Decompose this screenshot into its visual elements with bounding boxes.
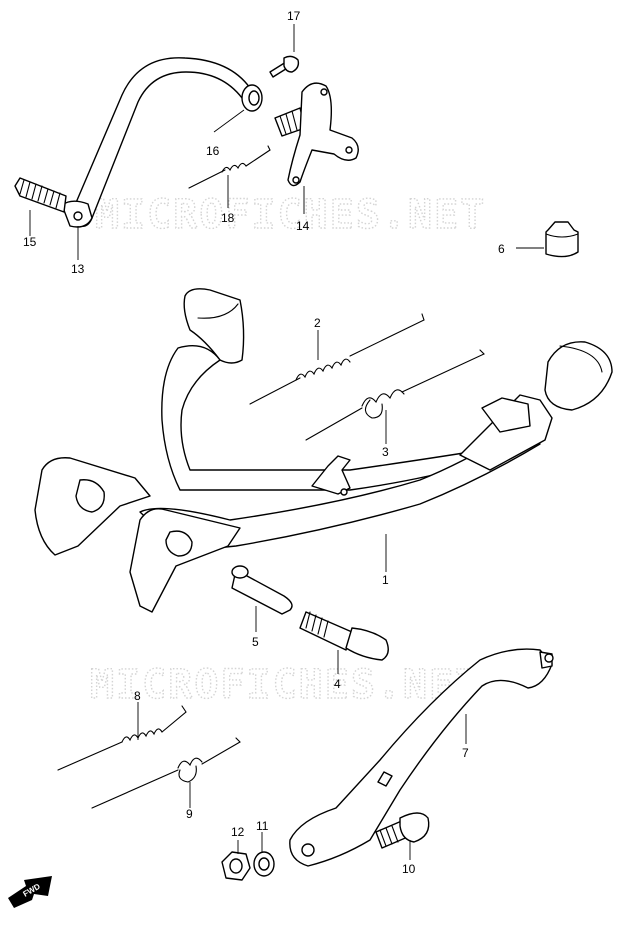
part-12-nut [221, 851, 251, 881]
callout-9: 9 [186, 807, 193, 821]
fwd-arrow: FWD [8, 876, 52, 908]
callout-4: 4 [334, 677, 341, 691]
callout-11: 11 [256, 819, 269, 833]
part-15-pedal-rubber [14, 177, 67, 213]
callout-15: 15 [23, 235, 37, 249]
part-6-stopper [545, 221, 579, 258]
part-5-collar [231, 565, 293, 615]
callout-1: 1 [382, 573, 389, 587]
callout-14: 14 [296, 219, 310, 233]
part-17-bolt [269, 55, 300, 78]
part-18-spring [188, 145, 271, 189]
part-4-bolt [299, 611, 389, 661]
part-2-spring [249, 313, 425, 405]
part-9-spring [91, 737, 241, 809]
callout-5: 5 [252, 635, 259, 649]
callout-8: 8 [134, 689, 141, 703]
part-16-washer [241, 84, 263, 112]
callout-16: 16 [206, 144, 220, 158]
part-1-center-stand [34, 288, 613, 613]
part-13-shift-lever [61, 57, 251, 228]
callout-2: 2 [314, 316, 321, 330]
callout-10: 10 [402, 862, 416, 876]
part-14-shift-arm [274, 82, 359, 187]
leader-lines [29, 24, 544, 860]
watermark-top: MICROFICHES.NET [95, 192, 486, 238]
watermark-bottom: MICROFICHES.NET [90, 662, 481, 708]
part-8-spring [57, 705, 187, 771]
part-11-washer [253, 851, 275, 877]
callout-7: 7 [462, 746, 469, 760]
callouts: 1 2 3 4 5 6 7 8 9 10 11 12 13 14 15 16 1… [23, 9, 505, 876]
part-10-pivot-bolt [375, 812, 430, 849]
callout-3: 3 [382, 445, 389, 459]
callout-17: 17 [287, 9, 301, 23]
callout-6: 6 [498, 242, 505, 256]
callout-13: 13 [71, 262, 85, 276]
callout-18: 18 [221, 211, 235, 225]
part-3-spring [305, 349, 485, 441]
part-7-brake-pedal [289, 648, 554, 867]
callout-12: 12 [231, 825, 245, 839]
